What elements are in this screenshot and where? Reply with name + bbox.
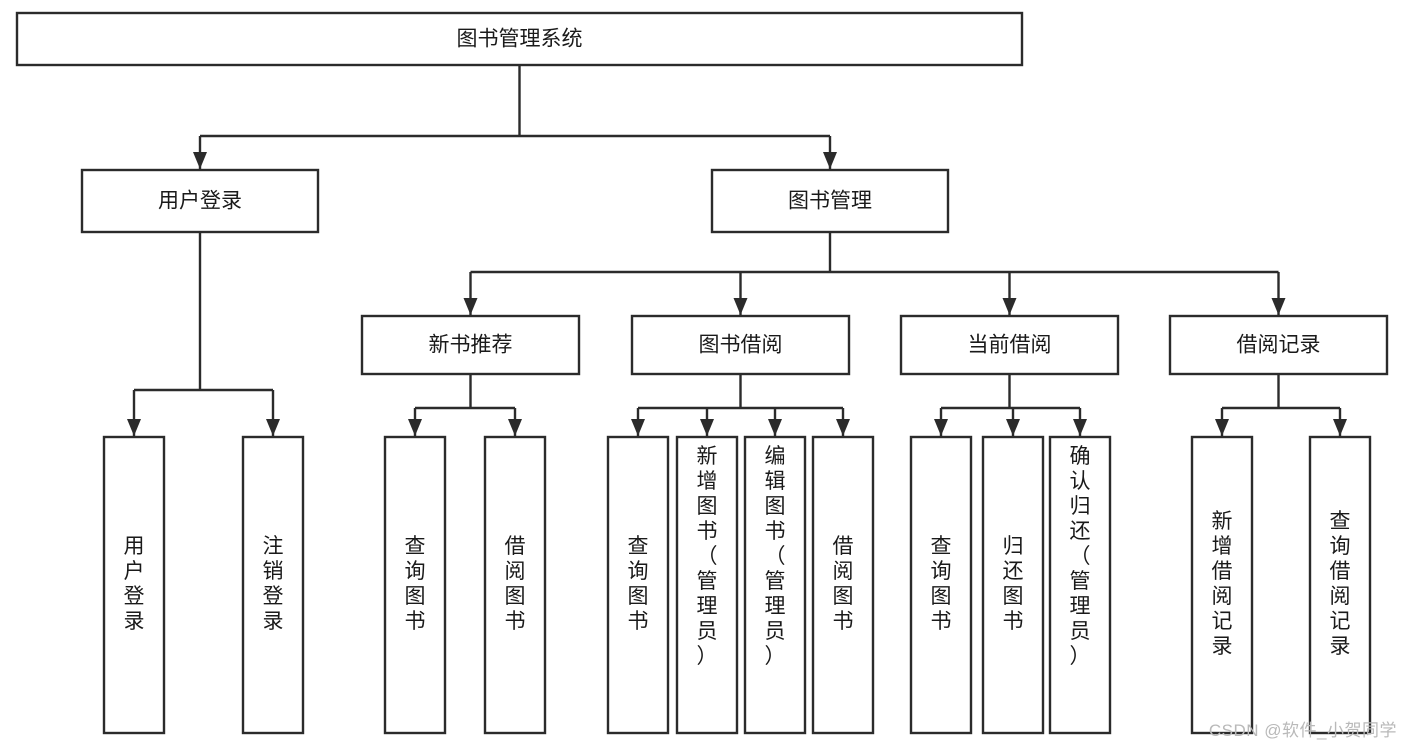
node-rect	[811, 435, 875, 735]
arrow-head-icon	[631, 419, 645, 436]
node-rect	[630, 314, 851, 376]
node-root[interactable]: 图书管理系统	[15, 11, 1024, 67]
node-label: 借阅图书	[505, 535, 526, 633]
node-label: 新书推荐	[429, 334, 513, 357]
node-rect	[1168, 314, 1389, 376]
node-label: 归还图书	[1003, 535, 1024, 633]
node-label: 用户登录	[124, 535, 145, 633]
node-level3-0[interactable]: 新书推荐	[360, 314, 581, 376]
node-rect	[383, 435, 447, 735]
node-leaf-6[interactable]: 编辑图书（管理员）	[743, 435, 807, 735]
arrow-head-icon	[1006, 419, 1020, 436]
node-rect	[241, 435, 305, 735]
node-leaf-11[interactable]: 新增借阅记录	[1190, 435, 1254, 735]
arrow-head-icon	[1271, 298, 1286, 315]
node-label: 编辑图书（管理员）	[765, 445, 786, 668]
node-leaf-7[interactable]: 借阅图书	[811, 435, 875, 735]
node-label: 用户登录	[158, 190, 242, 213]
node-leaf-12[interactable]: 查询借阅记录	[1308, 435, 1372, 735]
node-level3-1[interactable]: 图书借阅	[630, 314, 851, 376]
arrow-head-icon	[1215, 419, 1229, 436]
node-leaf-9[interactable]: 归还图书	[981, 435, 1045, 735]
node-level2-0[interactable]: 用户登录	[80, 168, 320, 234]
arrow-head-icon	[823, 152, 837, 169]
node-label: 查询借阅记录	[1330, 510, 1351, 658]
boxes-layer: 图书管理系统用户登录图书管理新书推荐图书借阅当前借阅借阅记录用户登录注销登录查询…	[15, 11, 1389, 735]
node-label: 借阅记录	[1237, 334, 1321, 357]
node-leaf-1[interactable]: 注销登录	[241, 435, 305, 735]
node-rect	[15, 11, 1024, 67]
arrow-head-icon	[1002, 298, 1017, 315]
node-label: 新增图书（管理员）	[697, 445, 718, 668]
arrow-head-icon	[1333, 419, 1347, 436]
node-label: 注销登录	[263, 535, 284, 633]
node-label: 查询图书	[628, 535, 649, 633]
node-rect	[483, 435, 547, 735]
node-rect	[1308, 435, 1372, 735]
node-label: 图书管理	[788, 190, 872, 213]
arrow-head-icon	[508, 419, 522, 436]
node-leaf-2[interactable]: 查询图书	[383, 435, 447, 735]
node-rect	[710, 168, 950, 234]
node-label: 确认归还（管理员）	[1070, 445, 1091, 668]
node-leaf-10[interactable]: 确认归还（管理员）	[1048, 435, 1112, 735]
node-rect	[80, 168, 320, 234]
node-rect	[899, 314, 1120, 376]
node-level3-2[interactable]: 当前借阅	[899, 314, 1120, 376]
node-label: 新增借阅记录	[1212, 510, 1233, 658]
node-label: 借阅图书	[833, 535, 854, 633]
node-rect	[909, 435, 973, 735]
arrow-head-icon	[934, 419, 948, 436]
arrow-head-icon	[463, 298, 478, 315]
arrow-head-icon	[768, 419, 782, 436]
node-label: 查询图书	[931, 535, 952, 633]
arrow-head-icon	[266, 419, 280, 436]
arrow-head-icon	[193, 152, 207, 169]
arrow-head-icon	[1073, 419, 1087, 436]
node-rect	[1048, 435, 1112, 735]
node-label: 图书借阅	[699, 334, 783, 357]
csdn-watermark: CSDN @软件_小贺同学	[1208, 721, 1397, 740]
arrow-head-icon	[127, 419, 141, 436]
arrow-head-icon	[836, 419, 850, 436]
node-rect	[1190, 435, 1254, 735]
node-rect	[606, 435, 670, 735]
arrow-head-icon	[700, 419, 714, 436]
node-rect	[743, 435, 807, 735]
node-rect	[102, 435, 166, 735]
node-rect	[360, 314, 581, 376]
node-leaf-3[interactable]: 借阅图书	[483, 435, 547, 735]
arrow-head-icon	[733, 298, 748, 315]
node-label: 当前借阅	[968, 334, 1052, 357]
node-level2-1[interactable]: 图书管理	[710, 168, 950, 234]
node-rect	[675, 435, 739, 735]
node-label: 查询图书	[405, 535, 426, 633]
node-leaf-0[interactable]: 用户登录	[102, 435, 166, 735]
node-label: 图书管理系统	[457, 28, 583, 51]
node-leaf-8[interactable]: 查询图书	[909, 435, 973, 735]
arrow-head-icon	[408, 419, 422, 436]
node-leaf-4[interactable]: 查询图书	[606, 435, 670, 735]
connectors-layer	[127, 65, 1347, 436]
node-level3-3[interactable]: 借阅记录	[1168, 314, 1389, 376]
node-rect	[981, 435, 1045, 735]
node-leaf-5[interactable]: 新增图书（管理员）	[675, 435, 739, 735]
